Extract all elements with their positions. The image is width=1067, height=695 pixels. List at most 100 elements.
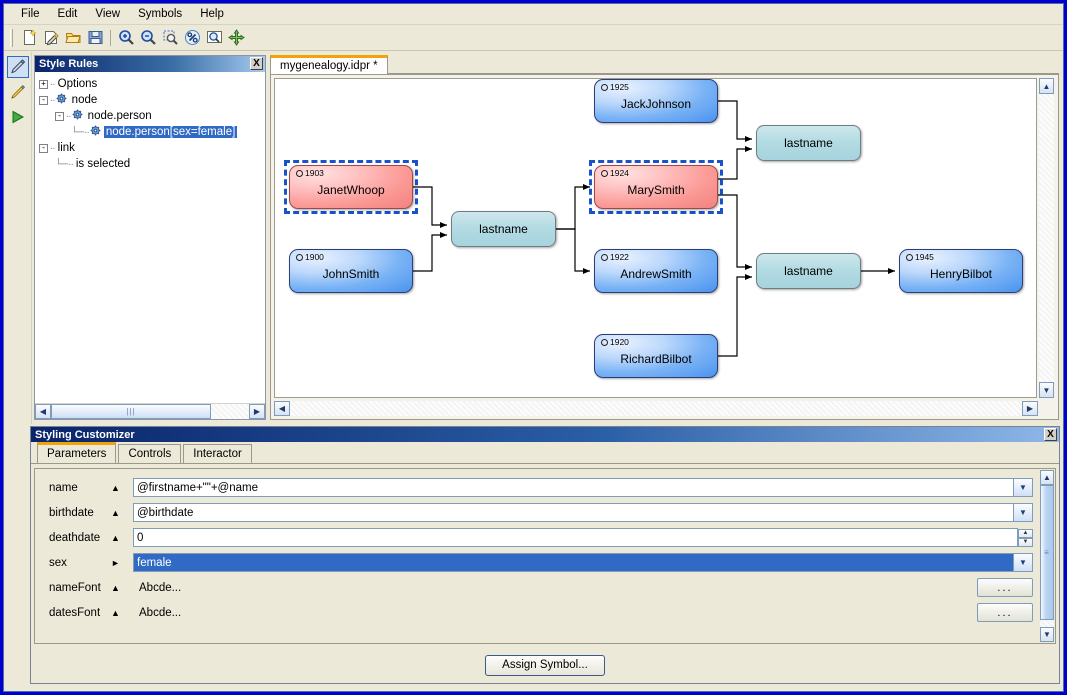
- menu-help[interactable]: Help: [200, 8, 224, 20]
- sort-up-icon[interactable]: ▲: [111, 532, 120, 543]
- spinner-up-icon[interactable]: ▲: [1018, 528, 1033, 538]
- tree-item-link[interactable]: -··link: [39, 140, 263, 156]
- sort-up-icon[interactable]: ▲: [111, 482, 120, 493]
- canvas-hscroll-track[interactable]: [290, 400, 1022, 416]
- scroll-left-icon[interactable]: ◀: [35, 404, 51, 419]
- zoom-fit-icon[interactable]: [203, 27, 225, 49]
- parameters-vscroll-thumb[interactable]: ≡: [1040, 485, 1054, 620]
- tab-controls[interactable]: Controls: [118, 444, 182, 463]
- node-birth-year: 1925: [601, 82, 629, 92]
- run-icon[interactable]: [7, 106, 29, 128]
- open-folder-icon[interactable]: [62, 27, 84, 49]
- tree-item-label: Options: [57, 78, 98, 90]
- chevron-down-icon[interactable]: ▼: [1014, 503, 1033, 522]
- expand-icon[interactable]: +: [39, 79, 48, 89]
- tab-mygenealogy[interactable]: mygenealogy.idpr *: [270, 55, 388, 74]
- scroll-right-icon[interactable]: ▶: [1022, 400, 1038, 416]
- scroll-up-icon[interactable]: ▲: [1039, 78, 1054, 94]
- close-icon[interactable]: X: [1044, 428, 1057, 441]
- zoom-percent-icon[interactable]: [181, 27, 203, 49]
- parameter-row-sex: sex►female▼: [35, 550, 1039, 575]
- canvas-hscrollbar[interactable]: ◀ ▶: [274, 400, 1038, 416]
- vscroll-track[interactable]: [1039, 94, 1054, 382]
- new-file-icon[interactable]: [18, 27, 40, 49]
- save-icon[interactable]: [84, 27, 106, 49]
- customizer-titlebar: Styling Customizer X: [31, 427, 1059, 442]
- zoom-out-icon[interactable]: [137, 27, 159, 49]
- node-name-label: JackJohnson: [620, 96, 692, 111]
- collapse-icon[interactable]: -: [39, 143, 48, 153]
- gear-icon: [72, 109, 83, 123]
- parameter-input[interactable]: @firstname+""+@name: [133, 478, 1014, 497]
- parameter-input[interactable]: female: [133, 553, 1014, 572]
- parameter-input[interactable]: @birthdate: [133, 503, 1014, 522]
- scroll-down-icon[interactable]: ▼: [1039, 382, 1054, 398]
- collapse-icon[interactable]: -: [39, 95, 48, 105]
- hscroll-thumb[interactable]: |||: [51, 404, 211, 419]
- hscroll-track[interactable]: |||: [51, 404, 249, 419]
- tree-item-node-person-sex-female[interactable]: └─··node.person[sex=female]: [39, 124, 263, 140]
- scroll-right-icon[interactable]: ▶: [249, 404, 265, 419]
- sort-up-icon[interactable]: ▲: [111, 582, 120, 593]
- chevron-down-icon[interactable]: ▼: [1014, 553, 1033, 572]
- sort-up-icon[interactable]: ▲: [111, 607, 120, 618]
- person-marker-icon: [601, 253, 608, 261]
- person-marker-icon: [296, 253, 303, 261]
- tree-item-node-person[interactable]: -··node.person: [39, 108, 263, 124]
- canvas-vscrollbar[interactable]: ▲ ▼: [1039, 78, 1055, 398]
- style-rules-tree[interactable]: +··Options-··node-··node.person└─··node.…: [35, 72, 265, 403]
- tree-item-node[interactable]: -··node: [39, 92, 263, 108]
- spinner-down-icon[interactable]: ▼: [1018, 537, 1033, 547]
- chevron-down-icon[interactable]: ▼: [1014, 478, 1033, 497]
- toolbar-grip[interactable]: [10, 28, 13, 47]
- parameter-value: Abcde...: [139, 581, 182, 594]
- sort-up-icon[interactable]: ▲: [111, 507, 120, 518]
- pencil-icon[interactable]: [7, 81, 29, 103]
- new-style-icon[interactable]: [40, 27, 62, 49]
- parameter-input[interactable]: 0: [133, 528, 1018, 547]
- zoom-in-icon[interactable]: [115, 27, 137, 49]
- parameters-vscroll-track[interactable]: ≡: [1040, 485, 1054, 627]
- scroll-down-icon[interactable]: ▼: [1040, 627, 1054, 642]
- node-name-label: lastname: [784, 136, 833, 150]
- tree-dots: ··: [84, 126, 90, 138]
- diagram-node-lastname2[interactable]: lastname: [756, 125, 861, 161]
- close-icon[interactable]: X: [250, 57, 263, 70]
- menu-symbols[interactable]: Symbols: [138, 8, 183, 20]
- diagram-node-lastname1[interactable]: lastname: [451, 211, 556, 247]
- menu-file[interactable]: File: [21, 8, 40, 20]
- font-chooser-button[interactable]: ...: [977, 578, 1033, 597]
- style-rules-hscrollbar[interactable]: ◀ ||| ▶: [35, 403, 265, 419]
- expand-right-icon[interactable]: ►: [111, 557, 120, 568]
- zoom-region-icon[interactable]: [159, 27, 181, 49]
- person-marker-icon: [296, 169, 303, 177]
- font-chooser-button[interactable]: ...: [977, 603, 1033, 622]
- tree-item-is-selected[interactable]: └─··is selected: [39, 156, 263, 172]
- parameter-row-namefont: nameFont▲Abcde......: [35, 575, 1039, 600]
- menu-edit[interactable]: Edit: [57, 8, 78, 20]
- tree-item-options[interactable]: +··Options: [39, 76, 263, 92]
- scroll-corner: [1038, 400, 1055, 416]
- pan-icon[interactable]: [225, 27, 247, 49]
- scroll-up-icon[interactable]: ▲: [1040, 470, 1054, 485]
- main-area: Style Rules X +··Options-··node-··node.p…: [4, 52, 1063, 424]
- tab-parameters[interactable]: Parameters: [37, 442, 117, 463]
- parameters-vscrollbar[interactable]: ▲ ≡ ▼: [1039, 468, 1056, 644]
- style-brush-icon[interactable]: [6, 56, 29, 78]
- tree-connector: └─: [71, 126, 84, 138]
- menu-view[interactable]: View: [95, 8, 121, 20]
- assign-symbol-button[interactable]: Assign Symbol...: [485, 654, 605, 676]
- diagram-node-lastname3[interactable]: lastname: [756, 253, 861, 289]
- collapse-icon[interactable]: -: [55, 111, 64, 121]
- spinner-control[interactable]: ▲▼: [1018, 528, 1033, 547]
- tab-interactor[interactable]: Interactor: [183, 444, 252, 463]
- scroll-left-icon[interactable]: ◀: [274, 400, 290, 416]
